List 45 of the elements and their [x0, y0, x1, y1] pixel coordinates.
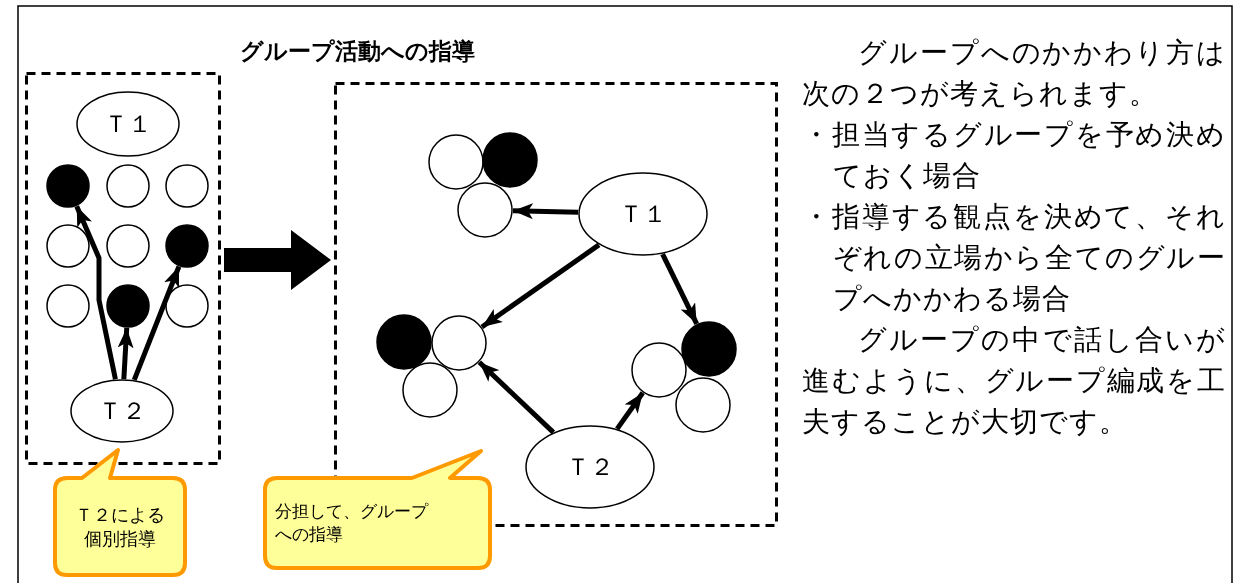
- dashed-frame: [25, 72, 221, 465]
- teacher-label: Ｔ１: [619, 199, 667, 230]
- body-text: ・担当するグループを予め決めておく場合: [802, 117, 1226, 194]
- student-circle: [675, 377, 731, 433]
- arrow: [477, 360, 556, 435]
- ellipse-node: [76, 91, 180, 157]
- bubble-text: 分担して、グループへの指導: [275, 500, 430, 546]
- arrow: [512, 203, 579, 220]
- student-circle: [428, 134, 484, 190]
- student-circle: [165, 224, 209, 268]
- ellipse-node: [525, 425, 655, 509]
- body-text: グループへのかかわり方は次の２つが考えられます。: [802, 35, 1226, 112]
- arrow: [480, 242, 601, 329]
- ellipse-node: [578, 172, 708, 256]
- arrow: [74, 205, 118, 380]
- student-circle: [165, 164, 209, 208]
- student-circle: [457, 182, 513, 238]
- teacher-label: Ｔ２: [566, 452, 614, 483]
- student-circle: [106, 164, 150, 208]
- student-circle: [402, 362, 458, 418]
- student-circle: [106, 284, 150, 328]
- arrow: [660, 252, 699, 325]
- diagram-title: グループ活動への指導: [240, 37, 475, 66]
- speech-bubble: [262, 448, 493, 571]
- student-circle: [46, 164, 90, 208]
- body-text: ・指導する観点を決めて、それぞれの立場から全てのグループへかかわる場合: [802, 199, 1226, 317]
- student-circle: [431, 315, 487, 371]
- arrow: [117, 327, 134, 380]
- teacher-label: Ｔ１: [104, 109, 152, 140]
- block-arrow: [224, 230, 331, 290]
- body-text: グループの中で話し合いが進むように、グループ編成を工夫することが大切です。: [802, 322, 1226, 440]
- arrow: [615, 391, 645, 431]
- student-circle: [482, 132, 538, 188]
- ellipse-node: [70, 379, 174, 443]
- speech-bubble: [52, 447, 188, 578]
- student-circle: [46, 224, 90, 268]
- student-circle: [165, 284, 209, 328]
- student-circle: [46, 284, 90, 328]
- arrow: [131, 265, 182, 381]
- student-circle: [631, 342, 687, 398]
- student-circle: [681, 321, 737, 377]
- teacher-label: Ｔ２: [98, 396, 146, 427]
- bubble-text: Ｔ２による個別指導: [74, 502, 166, 551]
- student-circle: [106, 224, 150, 268]
- student-circle: [376, 314, 432, 370]
